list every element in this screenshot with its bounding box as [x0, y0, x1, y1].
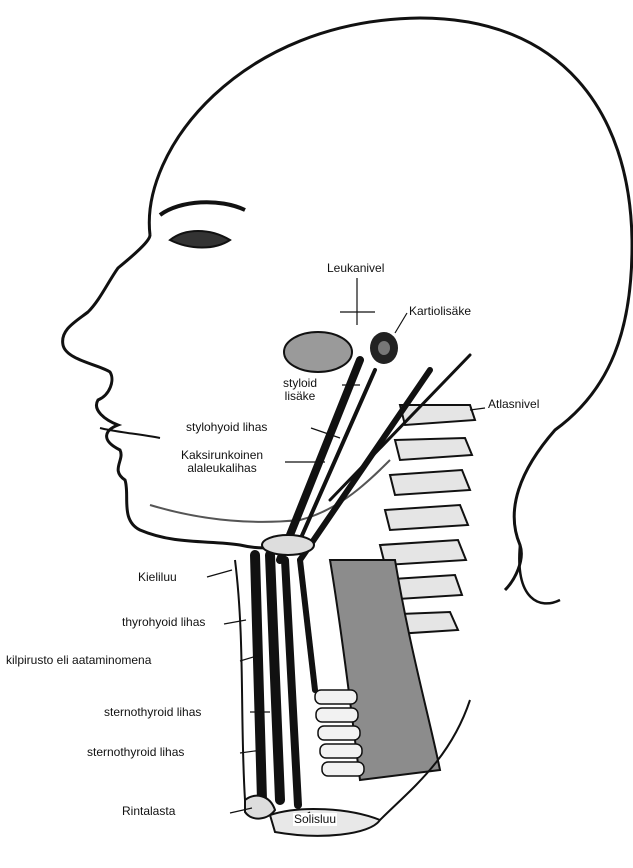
- label-sternothyroid: sternothyroid lihas: [103, 706, 202, 719]
- label-styloid-lisake: styloid lisäke: [282, 377, 318, 403]
- label-kaksirunkoinen: Kaksirunkoinen alaleukalihas: [180, 449, 264, 475]
- label-stylohyoid: stylohyoid lihas: [185, 421, 268, 434]
- label-leukanivel: Leukanivel: [326, 262, 385, 275]
- eye: [170, 231, 230, 248]
- label-kartiolisake: Kartiolisäke: [408, 305, 472, 318]
- sternum: [245, 796, 275, 819]
- label-styloid-line2: lisäke: [283, 390, 317, 403]
- hyoid-bone: [262, 535, 314, 555]
- label-solisluu: Solisluu: [293, 813, 337, 826]
- eyebrow: [160, 202, 245, 215]
- label-atlasnivel: Atlasnivel: [487, 398, 540, 411]
- back-of-head: [519, 545, 560, 603]
- label-rintalasta: Rintalasta: [121, 805, 176, 818]
- label-kieliluu: Kieliluu: [137, 571, 178, 584]
- label-sternothyroid-2: sternothyroid lihas: [86, 746, 185, 759]
- neck-front-line: [235, 560, 245, 800]
- mandible-fossa: [284, 332, 352, 372]
- ear-canal-inner: [378, 341, 390, 355]
- label-thyrohyoid: thyrohyoid lihas: [121, 616, 206, 629]
- label-kilpirusto: kilpirusto eli aataminomena: [5, 654, 152, 667]
- label-kaksirunkoinen-line2: alaleukalihas: [181, 462, 263, 475]
- head-outline: [63, 18, 632, 590]
